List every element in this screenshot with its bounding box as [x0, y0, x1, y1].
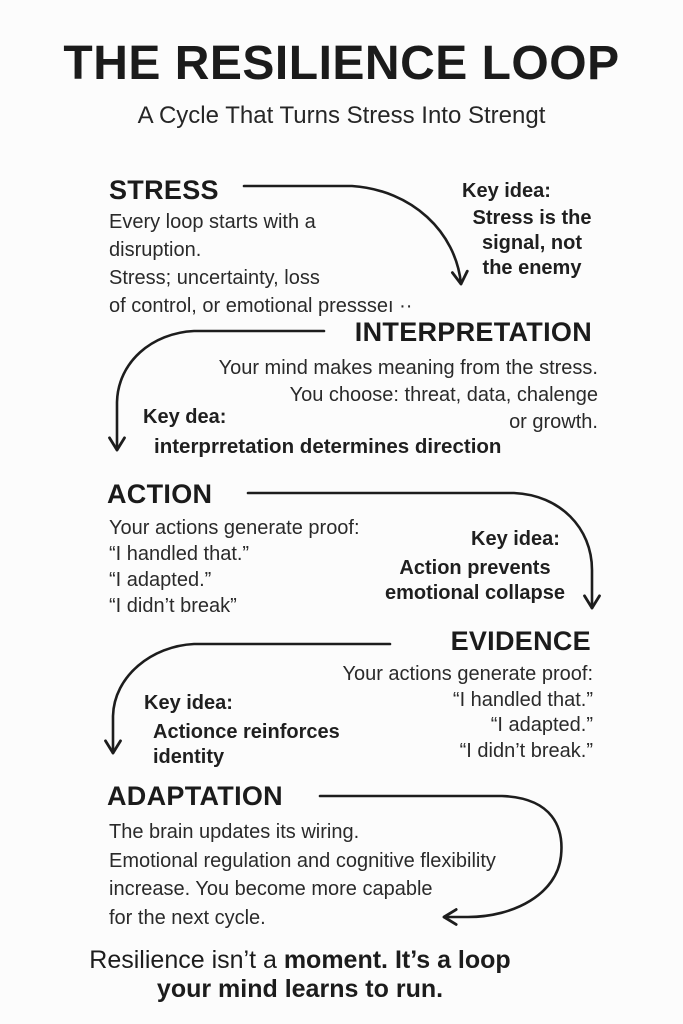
action-heading: ACTION	[107, 479, 213, 509]
stress-description: Every loop starts with a disruption. Str…	[109, 211, 413, 317]
action-key-idea-text: Action prevents emotional collapse	[384, 557, 566, 604]
evidence-description: Your actions generate proof: “I handled …	[342, 663, 593, 762]
footer-tagline-line1: Resilience isn’t a moment. It’s a loop	[0, 946, 600, 975]
footer-tagline: Resilience isn’t a moment. It’s a loop y…	[0, 946, 600, 1004]
arrow-action-to-evidence	[246, 491, 601, 610]
evidence-key-idea-label: Key idea:	[144, 692, 233, 714]
stress-heading: STRESS	[109, 175, 219, 205]
adaptation-heading: ADAPTATION	[107, 781, 283, 811]
evidence-key-idea-text: Actionce reinforces identity	[153, 721, 340, 768]
evidence-heading: EVIDENCE	[450, 626, 591, 656]
arrow-stress-to-interpretation	[242, 184, 469, 286]
footer-text-bold: moment. It’s a loop	[283, 946, 511, 974]
arrow-adaptation-loop-back	[318, 794, 563, 926]
page-title: THE RESILIENCE LOOP	[63, 37, 620, 90]
footer-tagline-line2: your mind learns to run.	[156, 975, 444, 1003]
interpretation-key-idea-text: interprretation determines direction	[154, 435, 502, 458]
action-key-idea-label: Key idea:	[471, 528, 560, 550]
arrow-evidence-to-adaptation	[104, 642, 392, 755]
stress-key-idea-label: Key idea:	[462, 180, 551, 202]
arrow-interpretation-to-action	[108, 329, 326, 452]
stress-key-idea-text: Stress is the signal, not the enemy	[472, 207, 592, 279]
interpretation-description: Your mind makes meaning from the stress.…	[218, 357, 598, 433]
footer-text-regular: Resilience isn’t a	[89, 946, 284, 974]
action-description: Your actions generate proof: “I handled …	[109, 517, 360, 617]
interpretation-key-idea-label: Key dea:	[143, 406, 227, 428]
adaptation-description: The brain updates its wiring. Emotional …	[109, 821, 496, 929]
interpretation-heading: INTERPRETATION	[354, 317, 592, 347]
page-subtitle: A Cycle That Turns Stress Into Strengt	[137, 102, 546, 129]
